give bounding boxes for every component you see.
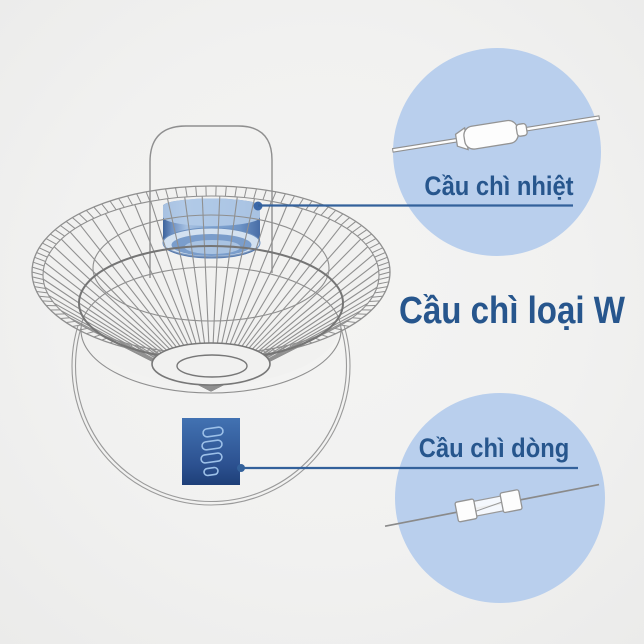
guard-wire [376,256,388,262]
guard-wire [369,300,380,303]
guard-wire [145,348,151,353]
guard-wire [155,190,160,201]
guard-wire [271,191,277,202]
guard-wire [60,317,70,319]
guard-wire [145,191,151,202]
guard-wire [42,300,53,303]
guard-wire [72,217,82,226]
guard-wire [32,276,44,280]
guard-wire [327,209,337,219]
vent-slot [200,452,223,464]
guard-wire [66,320,76,324]
guard-wire [136,193,142,204]
guard-wire [374,252,386,258]
guard-wire [352,317,362,319]
guard-wire [378,271,391,276]
guard-wire [195,186,198,197]
guard-wire [271,348,277,353]
guard-wire [340,324,350,327]
guard-wire [327,331,336,335]
guard-wire [377,261,389,267]
guard-wire [253,188,257,199]
bubble-thermal-fuse [393,48,601,256]
guard-wire [280,193,286,204]
guard-wire [378,266,390,271]
guard-wire [243,187,248,198]
guard-wire [127,195,134,206]
guard-wire [372,295,383,298]
glass-fuse-icon [384,483,600,528]
guard-wire [288,195,295,206]
guard-wire [320,206,329,216]
control-box [182,418,240,485]
guard-wire [378,276,390,280]
guard-wire [86,331,95,335]
guard-wire [361,233,372,241]
guard-wire [36,252,48,258]
guard-wire [262,190,267,201]
hub-inner-ring [176,354,248,378]
guard-wire [34,256,46,262]
handle-icon [149,125,273,278]
guard-wire [174,187,179,198]
guard-wire [371,247,383,254]
guard-wire [50,233,61,241]
guard-wire [369,242,380,249]
guard-wire [346,320,356,324]
guard-wire [101,203,109,213]
label-thermal-fuse: Cầu chì nhiệt [424,171,574,201]
guard-wire [109,200,117,211]
guard-wire [224,186,227,197]
guard-wire [39,295,50,298]
guard-wire [377,281,389,285]
heater-illustration [31,125,391,506]
guard-wire [60,225,70,233]
guard-wire [45,238,57,245]
guard-wire [365,238,377,245]
guard-wire [334,213,344,222]
guard-wire [39,247,51,254]
vent-slot [202,426,224,438]
guard-wire [118,198,125,208]
guard-wire [78,213,88,222]
vent-slot [203,466,219,477]
label-fuse-type-w: Cầu chì loại W [399,290,625,332]
guard-wire [234,186,237,197]
guard-wire [185,186,188,197]
guard-wire [374,290,386,294]
leader-dot-current [237,464,245,472]
guard-wire [72,324,82,327]
guard-wire [54,229,65,237]
guard-wire [32,266,44,271]
guard-wire [93,206,102,216]
rim-ticks [31,186,391,359]
guard-wire [34,286,46,289]
guard-wire [42,242,53,249]
guard-wire [65,221,76,229]
guard-wire [357,229,368,237]
heater-guard [31,185,391,394]
vent-slot [201,439,223,451]
guard-wire [36,290,48,294]
guard-wire [33,281,45,285]
guard-wire [31,271,44,276]
label-current-fuse: Cầu chì dòng [418,433,570,463]
guard-wire [352,225,362,233]
guard-wire [340,217,350,226]
guard-wire [33,261,45,267]
thermal-fuse-icon [391,115,601,153]
guard-wire [346,221,357,229]
guard-wire [376,286,388,289]
guard-wire [85,209,95,219]
guard-wire [165,188,169,199]
